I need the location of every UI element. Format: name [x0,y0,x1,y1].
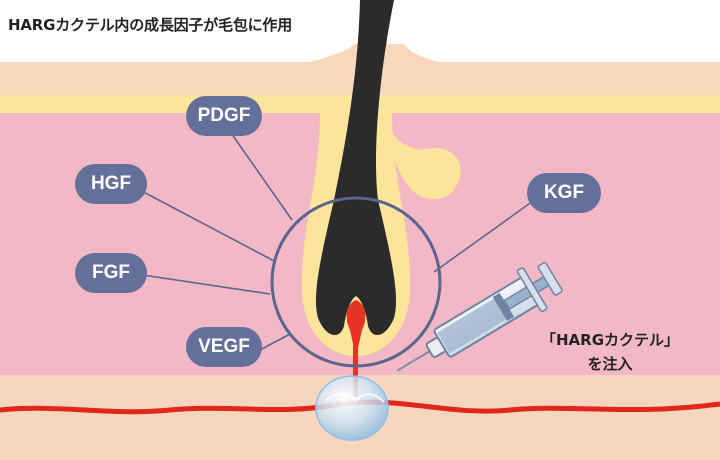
leader-line-kgf [433,195,541,273]
syringe-liquid [437,298,507,354]
leader-line-vegf [259,333,291,351]
leader-line-hgf [135,187,277,263]
injection-label: 「HARGカクテル」 を注入 [520,328,700,376]
syringe-plunger-seal [492,292,515,321]
papilla-capillary [353,345,358,397]
label-fgf: FGF [75,253,147,293]
label-vegf: VEGF [186,327,262,367]
syringe-flange [516,267,548,313]
label-kgf: KGF [527,173,601,213]
syringe-needle [396,348,434,372]
leader-line-fgf [135,273,271,295]
syringe [396,261,563,372]
dermal-papilla [346,300,366,348]
sebaceous-gland [380,95,461,200]
diagram-title: HARGカクテル内の成長因子が毛包に作用 [8,16,293,34]
label-hgf: HGF [75,164,147,204]
follicle-focus-circle [270,196,442,368]
syringe-thumb-rest [537,261,563,296]
injection-bubble [315,375,389,441]
injection-label-line1: 「HARGカクテル」 [540,331,680,349]
leader-line-pdgf [221,119,293,221]
hair-shaft [315,0,397,336]
bubble-inner-dip [325,393,385,403]
injection-label-line2: を注入 [587,355,633,373]
label-pdgf: PDGF [186,96,262,136]
